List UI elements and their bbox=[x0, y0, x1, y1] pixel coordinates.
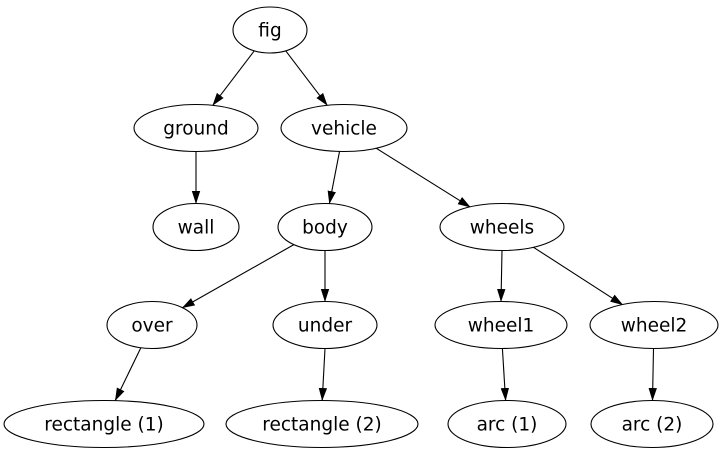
node-wheels: wheels bbox=[439, 202, 565, 252]
node-arc1: arc (1) bbox=[447, 399, 567, 449]
node-wheel2-shape bbox=[589, 300, 719, 350]
edge-fig-ground bbox=[212, 50, 255, 106]
node-vehicle-shape bbox=[280, 103, 408, 153]
node-arc2-label: arc (2) bbox=[622, 415, 683, 436]
node-under: under bbox=[272, 300, 378, 350]
node-rectangle2-label: rectangle (2) bbox=[262, 415, 381, 436]
node-wall-shape bbox=[152, 202, 240, 252]
edge-wheel1-arc1 bbox=[500, 348, 510, 401]
node-wheel1-label: wheel1 bbox=[468, 316, 535, 337]
edge-wheels-wheel1 bbox=[497, 250, 506, 302]
node-over-shape bbox=[106, 300, 198, 350]
node-rectangle2: rectangle (2) bbox=[225, 399, 419, 449]
edge-vehicle-body bbox=[327, 150, 341, 205]
edge-under-rectangle2 bbox=[318, 348, 328, 401]
node-wall: wall bbox=[152, 202, 240, 252]
node-under-shape bbox=[272, 300, 378, 350]
node-rectangle1-shape bbox=[3, 399, 205, 449]
nodes-layer: fig ground vehicle wall body wheels bbox=[3, 6, 719, 449]
node-wheel2: wheel2 bbox=[589, 300, 719, 350]
node-wall-label: wall bbox=[178, 218, 215, 239]
edge-wheel2-arc2 bbox=[648, 348, 657, 401]
node-ground-label: ground bbox=[163, 119, 228, 140]
edge-wheels-wheel2 bbox=[532, 246, 624, 306]
edge-body-over bbox=[181, 243, 295, 309]
node-ground: ground bbox=[133, 103, 259, 153]
edge-vehicle-wheels bbox=[375, 147, 471, 208]
node-vehicle-label: vehicle bbox=[311, 119, 377, 140]
node-body-label: body bbox=[302, 218, 348, 239]
node-wheels-shape bbox=[439, 202, 565, 252]
node-fig-shape bbox=[232, 6, 308, 54]
node-arc1-label: arc (1) bbox=[477, 415, 538, 436]
node-rectangle1: rectangle (1) bbox=[3, 399, 205, 449]
node-rectangle1-label: rectangle (1) bbox=[44, 415, 163, 436]
node-body-shape bbox=[277, 202, 373, 252]
node-over-label: over bbox=[131, 316, 173, 337]
node-wheel1-shape bbox=[434, 300, 568, 350]
node-fig: fig bbox=[232, 6, 308, 54]
node-wheels-label: wheels bbox=[470, 218, 534, 239]
edge-fig-vehicle bbox=[285, 50, 328, 106]
node-arc1-shape bbox=[447, 399, 567, 449]
node-fig-label: fig bbox=[258, 21, 281, 42]
node-over: over bbox=[106, 300, 198, 350]
node-arc2: arc (2) bbox=[590, 399, 714, 449]
node-arc2-shape bbox=[590, 399, 714, 449]
node-ground-shape bbox=[133, 103, 259, 153]
node-vehicle: vehicle bbox=[280, 103, 408, 153]
node-wheel1: wheel1 bbox=[434, 300, 568, 350]
edges-layer bbox=[114, 50, 657, 402]
edge-over-rectangle1 bbox=[114, 347, 142, 402]
node-under-label: under bbox=[298, 316, 353, 337]
node-wheel2-label: wheel2 bbox=[621, 316, 688, 337]
node-body: body bbox=[277, 202, 373, 252]
node-rectangle2-shape bbox=[225, 399, 419, 449]
